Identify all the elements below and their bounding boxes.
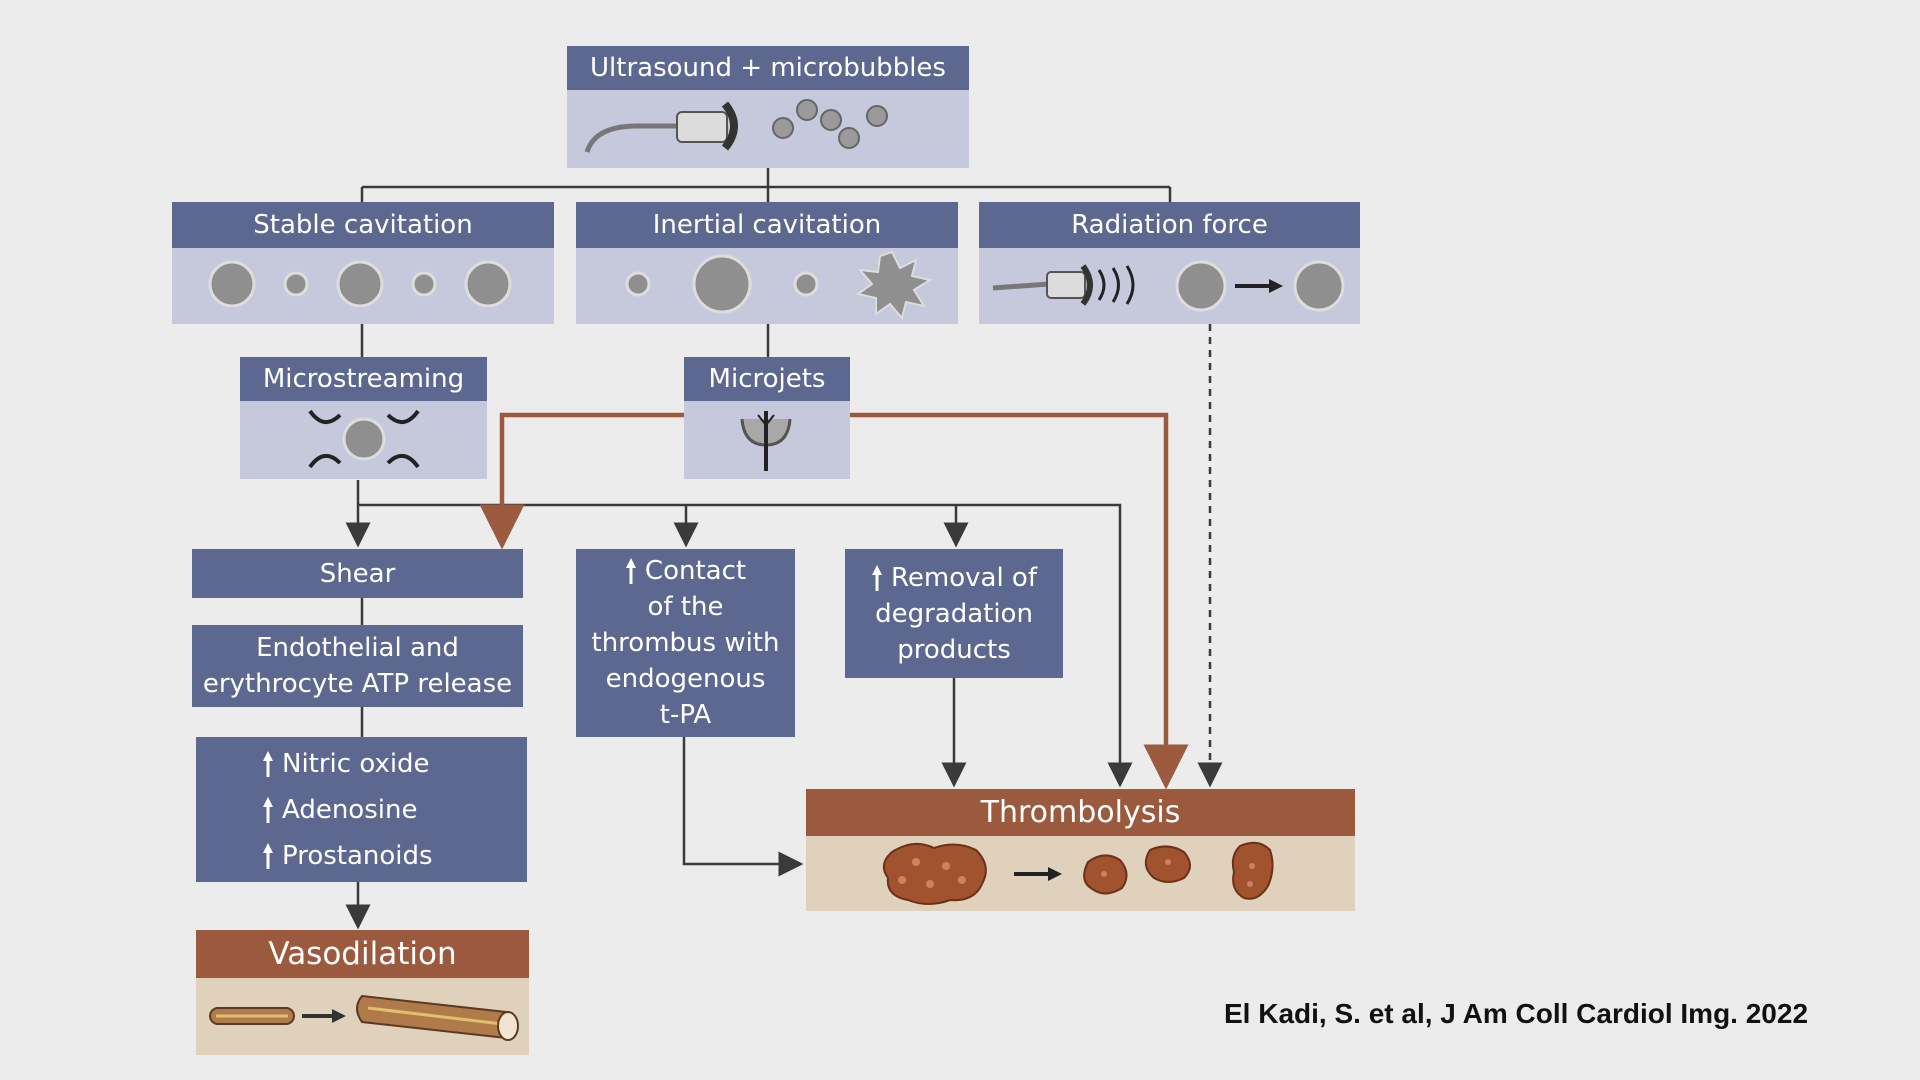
up-arrow-icon: [263, 750, 273, 777]
up-arrow-icon: [872, 564, 882, 591]
connector-contact-thrombolysis: [682, 737, 804, 877]
microstreaming-node: Microstreaming: [240, 357, 487, 479]
microjet-icon: [740, 411, 792, 471]
connector-microjets-thrombolysis: [850, 412, 1189, 790]
vasodilation-title: Vasodilation: [196, 930, 529, 978]
vasodilation-node: Vasodilation: [196, 930, 529, 1055]
contact-line-4: endogenous: [605, 664, 766, 694]
inertial-cavitation-image: [576, 248, 958, 324]
microstreaming-icon: [308, 409, 420, 469]
contact-first-row: Contact: [625, 553, 746, 589]
microjets-title: Microjets: [684, 357, 850, 401]
removal-line-2: degradation: [875, 598, 1033, 629]
clot-fragmentation-icon: [882, 841, 1274, 905]
shear-label: Shear: [319, 558, 396, 589]
citation-text: El Kadi, S. et al, J Am Coll Cardiol Img…: [1224, 998, 1809, 1029]
contact-line-2: of the: [647, 592, 724, 622]
thrombolysis-title: Thrombolysis: [806, 789, 1355, 836]
contact-line-5: t-PA: [659, 700, 712, 730]
endothelial-atp-box: Endothelial and erythrocyte ATP release: [192, 625, 523, 707]
mediators-box: Nitric oxide Adenosine Prostanoids: [196, 737, 527, 882]
collapsing-bubble-icon: [625, 250, 933, 321]
contact-line-3: thrombus with: [591, 628, 780, 658]
adenosine-row: Adenosine: [262, 787, 417, 833]
microjets-node: Microjets: [684, 357, 850, 479]
endothelial-line-1: Endothelial and: [256, 633, 459, 663]
thrombolysis-node: Thrombolysis: [806, 789, 1355, 911]
removal-line-1: Removal of: [891, 562, 1037, 593]
connector-microjets-shear: [479, 412, 684, 550]
microjets-image: [684, 401, 850, 479]
inertial-cavitation-node: Inertial cavitation: [576, 202, 958, 324]
contact-tpa-box: Contact of the thrombus with endogenous …: [576, 549, 795, 737]
ultrasound-microbubbles-image: [567, 90, 969, 168]
removal-line-3: products: [897, 634, 1011, 665]
up-arrow-icon: [263, 796, 273, 823]
removal-first-row: Removal of: [871, 560, 1037, 596]
prostanoids-row: Prostanoids: [262, 833, 433, 879]
bubble-push-icon: [992, 260, 1345, 312]
shear-box: Shear: [192, 549, 523, 598]
up-arrow-icon: [625, 558, 636, 584]
stable-cavitation-image: [172, 248, 554, 324]
ultrasound-microbubbles-title: Ultrasound + microbubbles: [567, 46, 969, 90]
oscillating-bubbles-icon: [208, 260, 512, 308]
thrombolysis-image: [806, 836, 1355, 911]
vasodilation-image: [196, 978, 529, 1055]
radiation-force-node: Radiation force: [979, 202, 1360, 324]
stable-cavitation-node: Stable cavitation: [172, 202, 554, 324]
dilated-vessel-icon: [209, 994, 519, 1041]
radiation-force-image: [979, 248, 1360, 324]
up-arrow-icon: [263, 842, 273, 869]
nitric-oxide-label: Nitric oxide: [282, 748, 430, 779]
transducer-bubbles-icon: [584, 99, 888, 153]
endothelial-line-2: erythrocyte ATP release: [202, 669, 513, 699]
connector-distribution: [358, 503, 1133, 788]
nitric-oxide-row: Nitric oxide: [262, 741, 430, 787]
removal-degradation-box: Removal of degradation products: [845, 549, 1063, 678]
inertial-cavitation-title: Inertial cavitation: [576, 202, 958, 248]
connector-top-split: [360, 168, 1172, 202]
microstreaming-title: Microstreaming: [240, 357, 487, 401]
radiation-force-title: Radiation force: [979, 202, 1360, 248]
ultrasound-microbubbles-node: Ultrasound + microbubbles: [567, 46, 969, 168]
stable-cavitation-title: Stable cavitation: [172, 202, 554, 248]
prostanoids-label: Prostanoids: [282, 840, 433, 871]
contact-line-1: Contact: [644, 556, 747, 586]
adenosine-label: Adenosine: [282, 794, 418, 825]
microstreaming-image: [240, 401, 487, 479]
